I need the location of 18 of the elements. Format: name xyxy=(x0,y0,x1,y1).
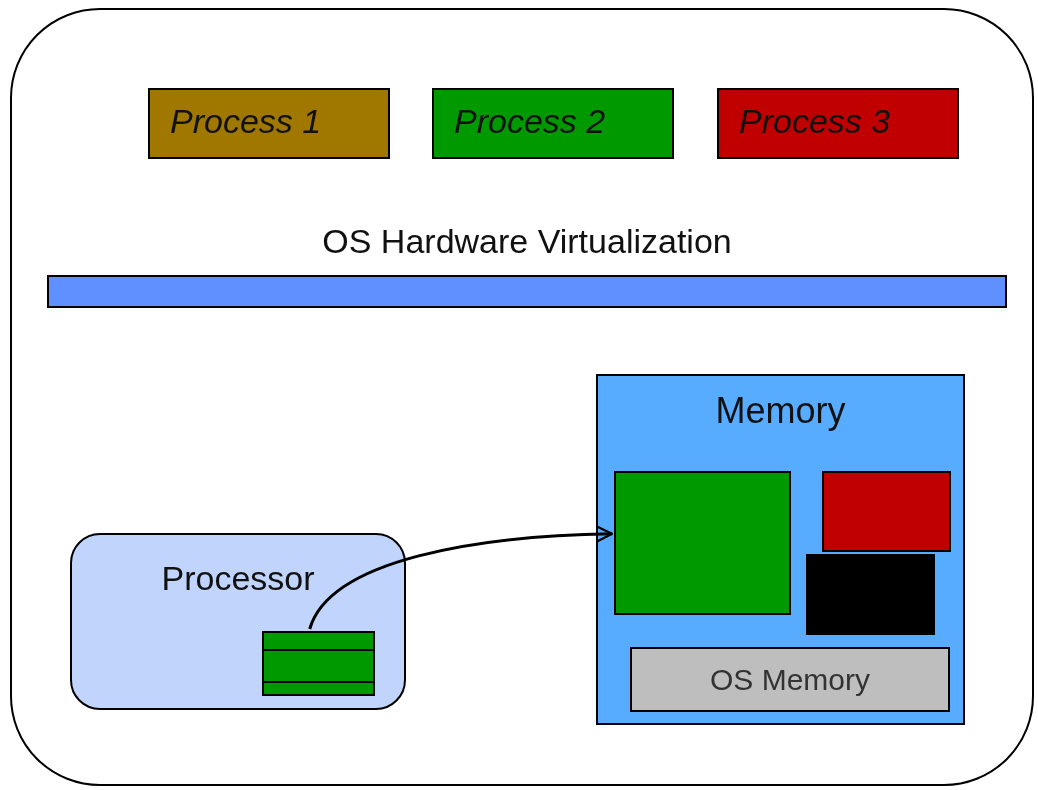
memory-block xyxy=(806,554,935,635)
process-box xyxy=(432,88,674,159)
process-box xyxy=(148,88,390,159)
memory-box xyxy=(596,374,965,725)
memory-block xyxy=(822,471,951,552)
virtualization-label: OS Hardware Virtualization xyxy=(322,222,732,261)
memory-label: Memory xyxy=(715,390,846,432)
memory-block xyxy=(614,471,791,615)
processor-label: Processor xyxy=(161,559,315,598)
process-label: Process 1 xyxy=(170,102,322,141)
process-label: Process 2 xyxy=(454,102,606,141)
process-box xyxy=(717,88,959,159)
process-label: Process 3 xyxy=(739,102,891,141)
os-memory-label: OS Memory xyxy=(710,663,870,697)
arrow xyxy=(308,525,614,630)
os-memory-box xyxy=(630,647,950,712)
register-box xyxy=(262,631,375,696)
processor-box xyxy=(70,533,406,710)
